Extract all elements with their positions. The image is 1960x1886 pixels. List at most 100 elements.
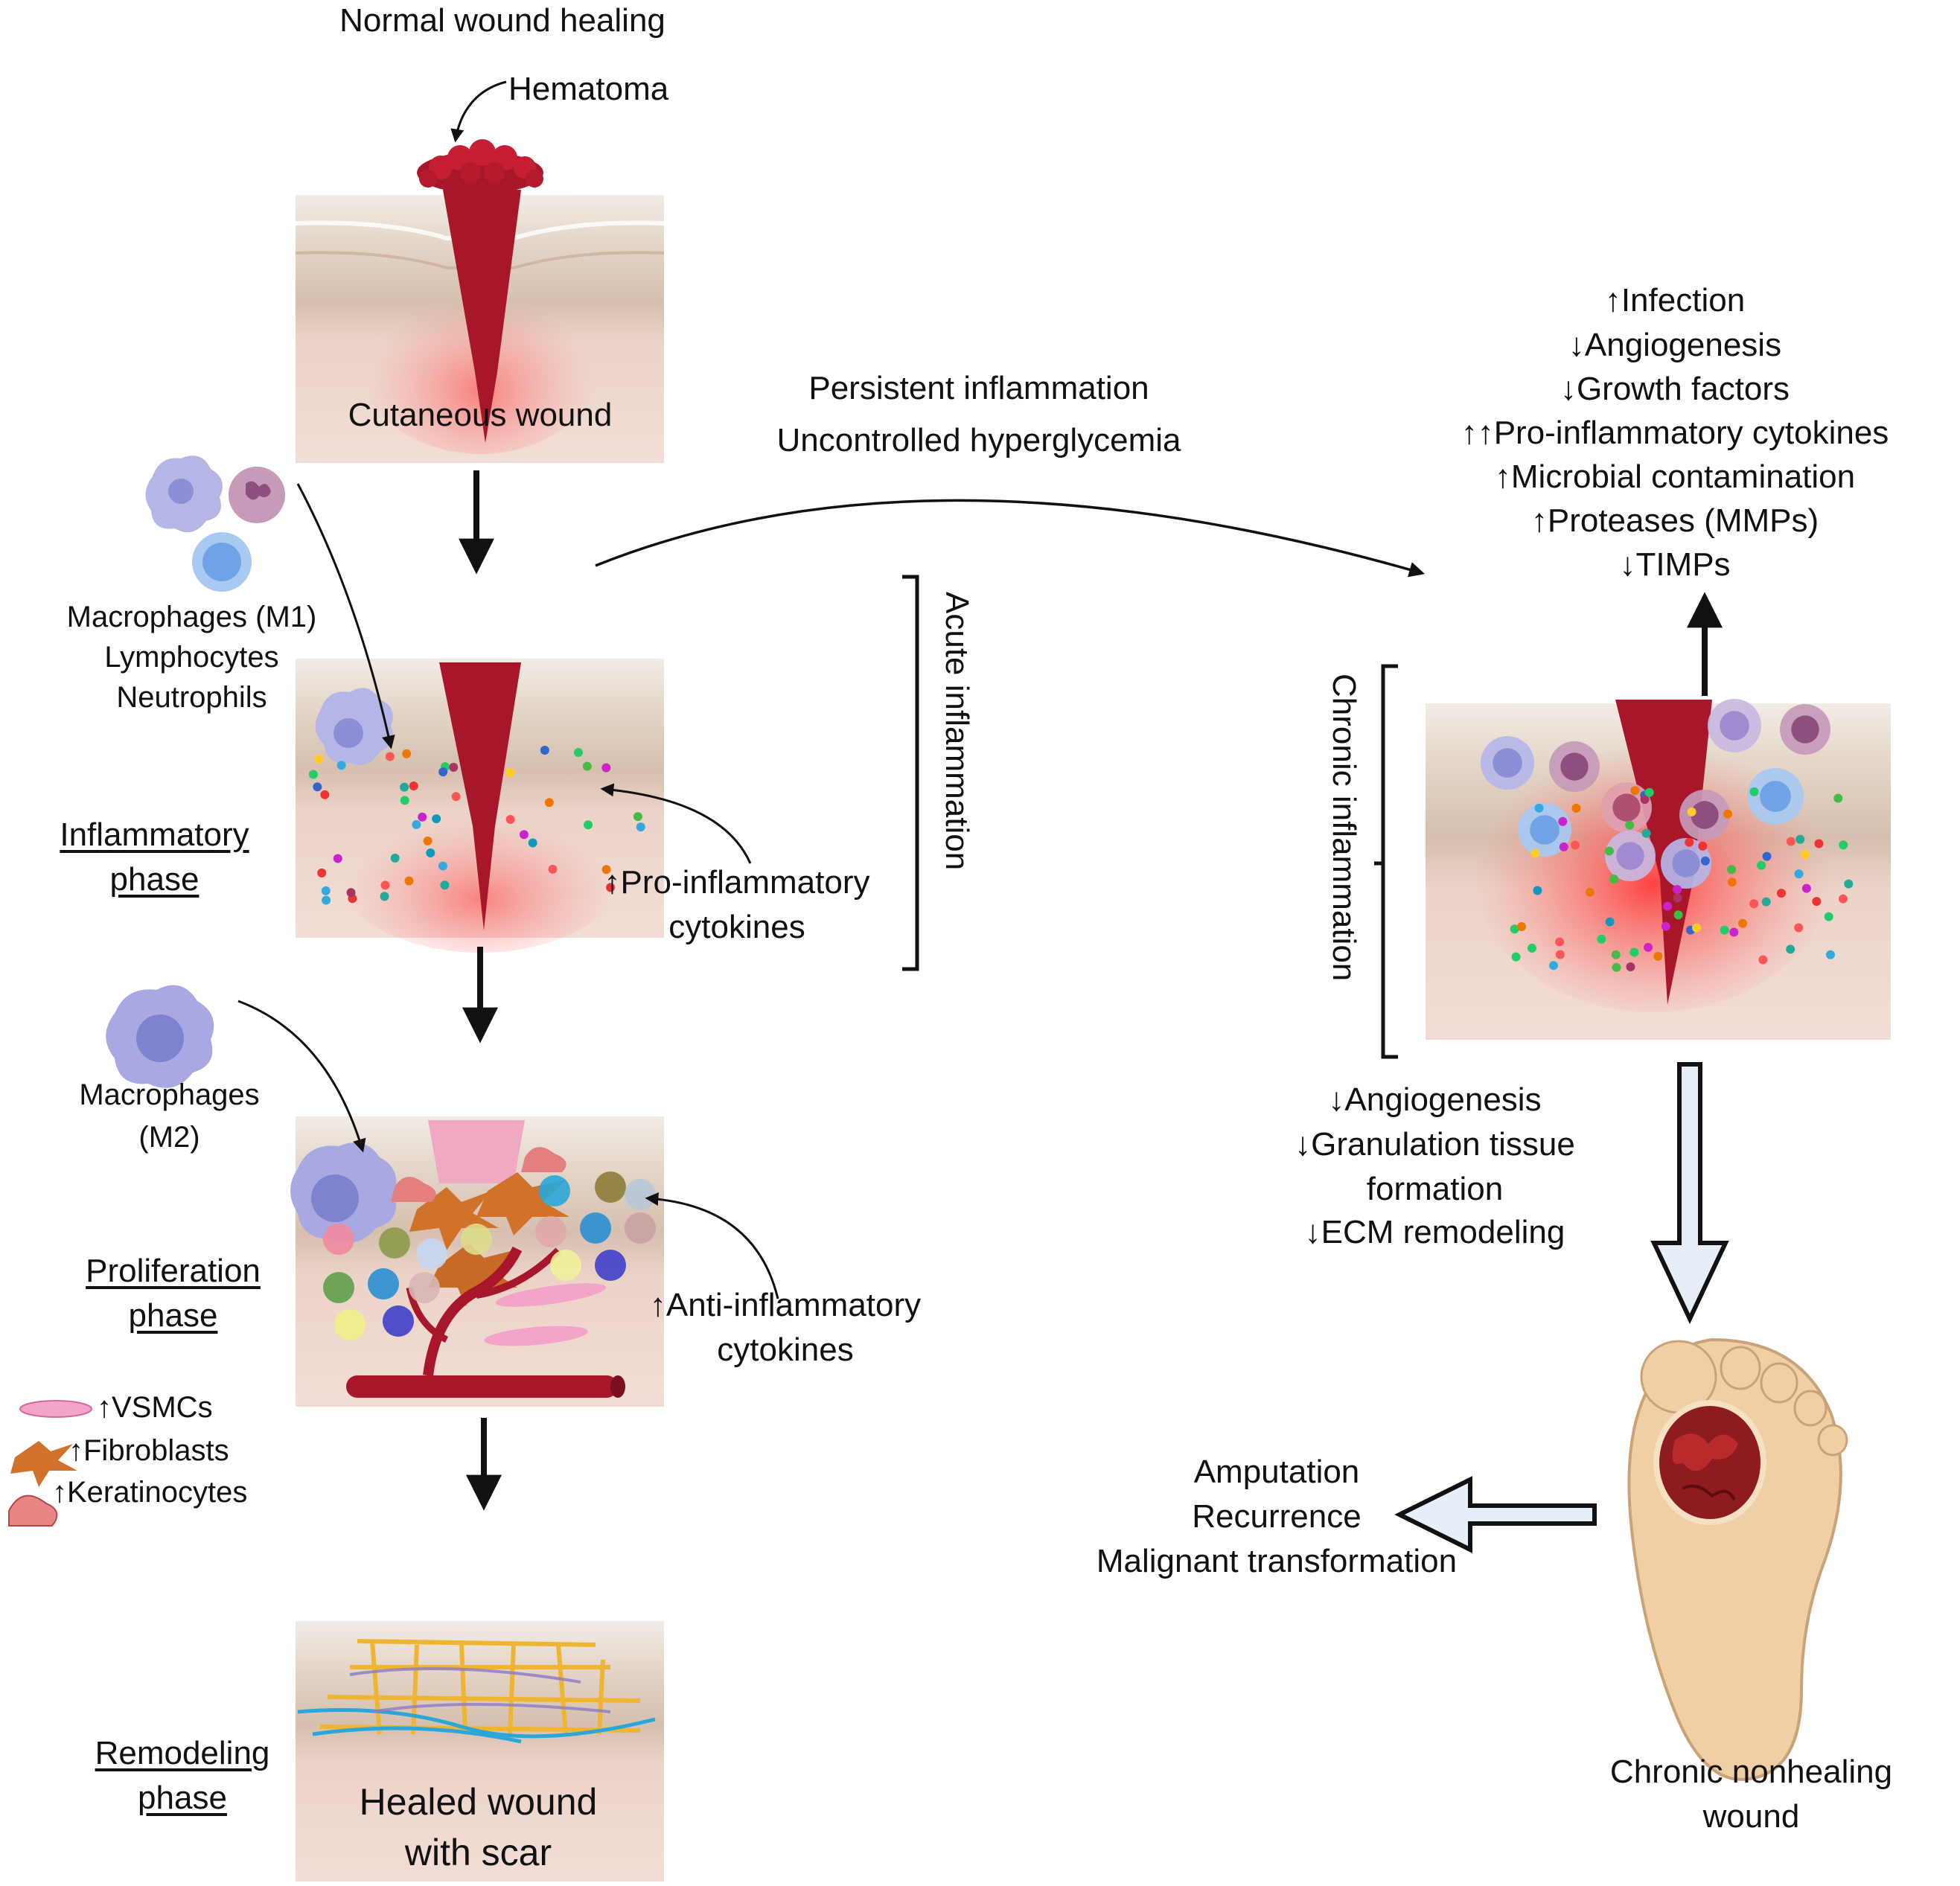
cytokine-dot [449,762,459,772]
cytokine-dot [1559,842,1568,851]
chronic-list-item: ↑Proteases (MMPs) [1530,502,1819,539]
cytokine-dot [1786,837,1795,846]
cytokine-dot [1738,918,1748,928]
chronic-effect-item: ↓Angiogenesis [1328,1081,1542,1118]
cytokine-dot [1661,921,1670,931]
purple-fibers [349,1667,611,1713]
macrophage-m2-cell [290,1142,397,1243]
cytokine-dot [606,883,616,892]
with-scar-label: with scar [404,1832,552,1873]
outcome-item: Recurrence [1192,1498,1362,1535]
cytokine-dot [1653,951,1663,961]
remodeling-phase-word: phase [138,1780,227,1816]
cytokine-dot [1585,887,1595,897]
cytokine-dot [1723,809,1733,819]
cytokine-dot [1700,856,1710,866]
cytokine-dot [1640,795,1650,805]
outcome-item: Amputation [1193,1454,1360,1490]
cytokine-dot [385,752,395,761]
cytokine-dot [1605,917,1615,927]
keratinocyte-legend-icon [8,1495,58,1527]
cytokine-dot [1757,860,1766,870]
cytokine-dots [308,746,645,905]
chronic-effect-item: ↓ECM remodeling [1304,1214,1565,1250]
cytokine-dot [438,861,447,871]
cytokine-dot [314,754,324,764]
inflammatory-phase-word: phase [109,861,199,898]
anti-cytokine-pointer-arrow [645,1192,779,1300]
cytokine-dot [1510,924,1519,934]
keratinocyte-cells [391,1147,566,1202]
chronic-cytokine-dots [1510,786,1854,972]
cytokine-dot [346,888,356,898]
chronic-list-item: ↑Microbial contamination [1494,458,1856,495]
cytokine-dot [1838,894,1848,904]
immune-cell-nucleus [1493,748,1522,778]
cytokine-dot [1612,962,1621,972]
cytokine-dot [423,836,432,845]
cytokine-sphere [535,1216,566,1247]
m1-pointer-arrow [296,483,395,749]
cytokine-dot [451,792,461,802]
cytokine-dot [1530,848,1540,858]
proliferation-phase-word: phase [128,1297,218,1334]
proliferation-phase-label: Proliferation [86,1253,261,1289]
cytokine-dot [400,782,409,792]
immune-cell-nucleus [1560,752,1589,781]
m1-label: Macrophages (M1) [66,601,317,633]
acute-inflammation-label: Acute inflammation [939,592,975,871]
cytokine-dot [1609,875,1619,884]
vsmc-legend-label: ↑VSMCs [97,1391,213,1424]
cytokine-dot [1776,889,1786,898]
cytokine-dot [1604,846,1614,856]
lymphocytes-label: Lymphocytes [104,641,279,674]
chronic-effect-item: formation [1366,1171,1504,1207]
cytokine-dot [1761,897,1771,907]
cytokine-dot [1511,952,1521,962]
macrophage-m1-cell [315,688,393,765]
cytokine-dot [1517,921,1527,931]
hematoma-label: Hematoma [508,71,669,107]
persistent-inflammation-arrow [595,499,1426,578]
wound-cleft [443,190,521,443]
cytokine-dot [390,853,400,863]
cytokine-dot [633,812,642,822]
m2-subtype-label: (M2) [138,1121,200,1154]
cytokine-dot [1528,943,1537,953]
chronic-inflammation-bracket [1381,664,1398,1059]
cytokine-dot [1839,840,1848,850]
cytokine-sphere [323,1224,354,1255]
cytokine-dot [418,812,427,822]
fibroblast-legend-label: ↑Fibroblasts [68,1434,229,1467]
hollow-left-arrow [1394,1476,1597,1553]
anti-inflammatory-cytokine-spheres [323,1171,656,1340]
cytokine-dot [1727,878,1737,887]
cytokine-sphere [409,1272,440,1303]
cytokine-dot [1762,851,1772,861]
cytokine-dot [1571,840,1580,850]
cytokine-dot [573,748,583,758]
cytokine-dot [1549,961,1559,971]
cytokine-dot [440,880,450,890]
wound-cleft [439,662,521,930]
cytokine-dot [528,838,537,848]
cytokine-dot [1625,820,1635,830]
cytokine-dot [400,796,409,805]
cytokine-dot [432,814,441,824]
cytokine-dot [336,761,346,770]
m2-pointer-arrow [237,1000,366,1153]
cytokine-dot [1758,955,1768,965]
cytokine-dot [380,892,389,901]
vsmc-legend-icon [19,1400,92,1418]
cytokine-sphere [334,1309,365,1340]
cytokine-dot [313,782,322,792]
cytokine-dot [1720,925,1729,935]
cytokine-sphere [539,1175,570,1206]
cytokine-dot [1555,950,1565,959]
cytokine-dot [1749,787,1759,796]
cytokine-dot [1611,950,1621,959]
cytokine-dot [1794,869,1804,879]
cytokine-dot [438,767,448,777]
chronic-list-item: ↑Infection [1604,282,1746,319]
